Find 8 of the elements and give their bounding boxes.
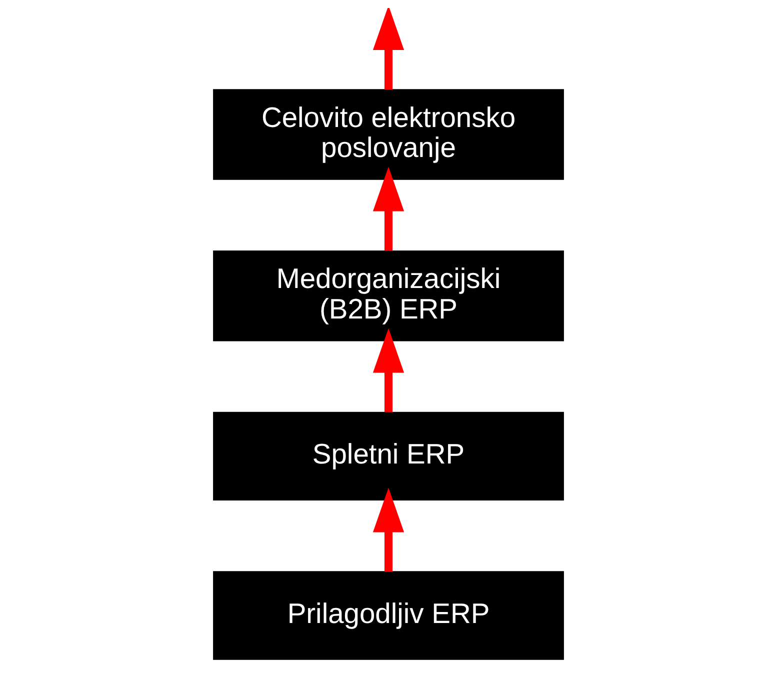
arrow	[372, 166, 404, 251]
node-box: Spletni ERP	[213, 412, 564, 501]
arrow	[372, 328, 404, 412]
node-box: Medorganizacijski (B2B) ERP	[213, 250, 564, 342]
node-box: Prilagodljiv ERP	[213, 571, 564, 660]
node-box: Celovito elektronsko poslovanje	[213, 89, 564, 180]
arrow	[372, 488, 404, 572]
arrow	[372, 8, 404, 90]
